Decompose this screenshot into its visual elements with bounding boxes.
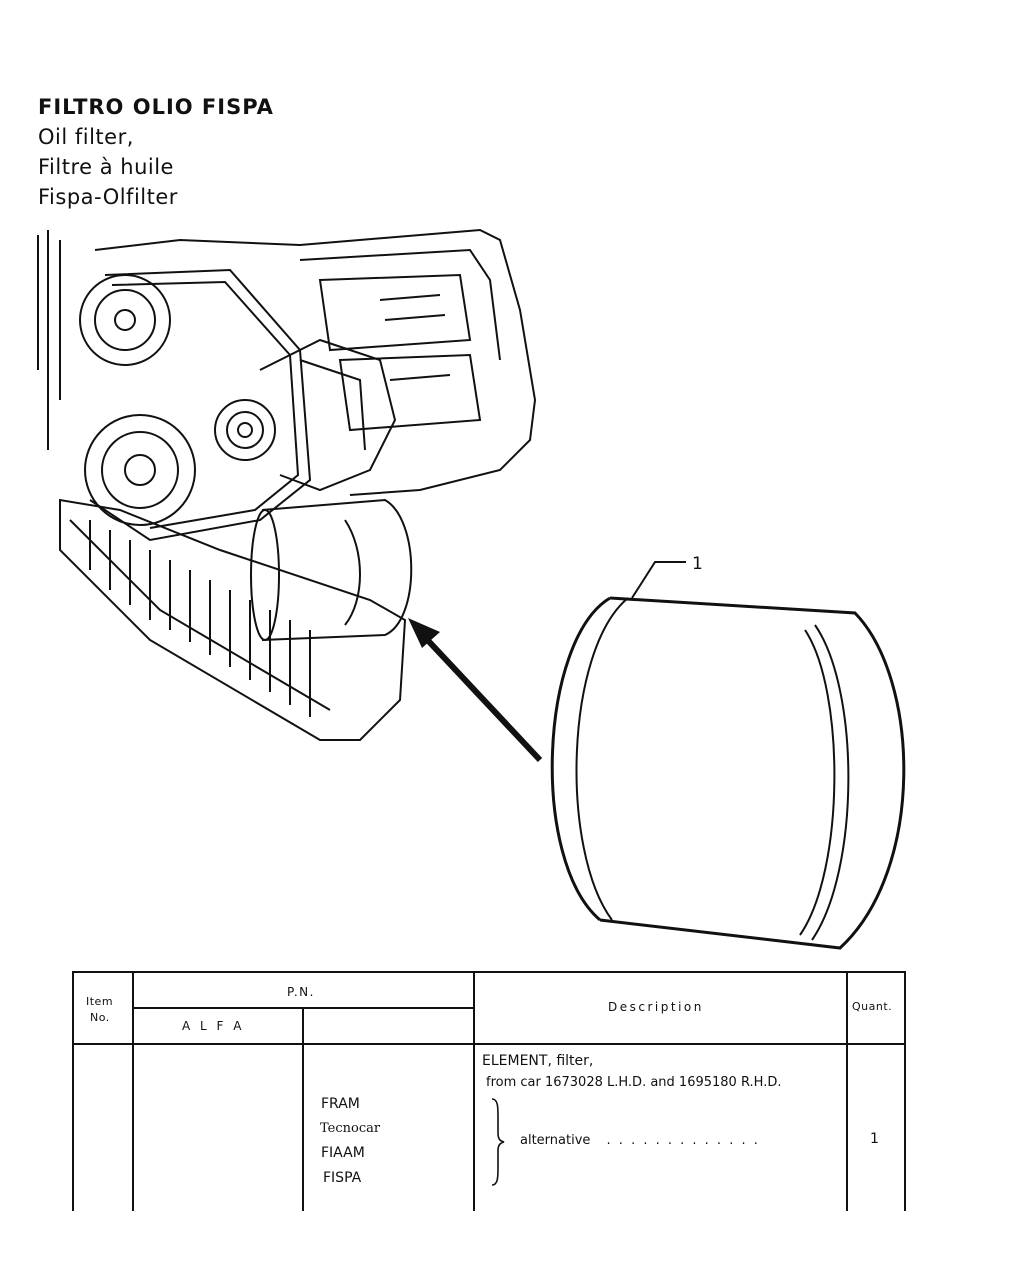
header-pn: P.N.	[287, 985, 315, 999]
page-title-english: Oil filter,	[38, 125, 134, 149]
header-quantity: Quant.	[852, 1000, 893, 1013]
brace-icon	[491, 1098, 505, 1186]
page-title-german: Fispa-Olfilter	[38, 185, 178, 209]
title-block: FILTRO OLIO FISPA Oil filter, Filtre à h…	[38, 92, 274, 212]
supplier-fram: FRAM	[321, 1096, 360, 1112]
table-col-border-1	[132, 971, 134, 1211]
header-no: No.	[90, 1011, 110, 1024]
header-item-line1: Item	[86, 995, 114, 1008]
table-col-border-4	[846, 971, 848, 1211]
supplier-fiaam: FIAAM	[321, 1145, 365, 1161]
supplier-fispa: FISPA	[323, 1170, 362, 1186]
table-col-border-2	[302, 1007, 304, 1211]
leader-dots: . . . . . . . . . . . . .	[606, 1133, 760, 1148]
alternative-text: alternative	[520, 1133, 591, 1148]
supplier-tecnocar: Tecnocar	[320, 1121, 381, 1136]
quantity-value: 1	[870, 1131, 879, 1147]
table-col-border-5	[904, 971, 906, 1211]
header-item-line2: No.	[90, 1011, 110, 1024]
table-top-border	[72, 971, 906, 973]
description-line-1: ELEMENT, filter,	[482, 1053, 594, 1069]
header-description: Description	[608, 1000, 704, 1014]
pointer-arrow-line	[417, 629, 543, 763]
page-title-french: Filtre à huile	[38, 155, 174, 179]
engine-oil-filter-drawing	[37, 228, 906, 950]
header-alfa: A L F A	[182, 1019, 245, 1033]
parts-table: Item No. P.N. A L F A Description Quant.…	[72, 971, 906, 1211]
description-line-2: from car 1673028 L.H.D. and 1695180 R.H.…	[486, 1075, 782, 1090]
engine-block-illustration	[37, 228, 537, 741]
callout-label-1: 1	[692, 554, 703, 574]
table-header-bottom-border	[72, 1043, 906, 1045]
table-col-border-0	[72, 971, 74, 1211]
enlarged-oil-filter	[550, 561, 906, 950]
pointer-arrowhead	[408, 618, 440, 648]
table-col-border-3	[473, 971, 475, 1211]
alternative-label: alternative . . . . . . . . . . . . .	[520, 1133, 760, 1148]
header-item: Item	[86, 995, 113, 1008]
page-title-italian: FILTRO OLIO FISPA	[38, 95, 274, 119]
